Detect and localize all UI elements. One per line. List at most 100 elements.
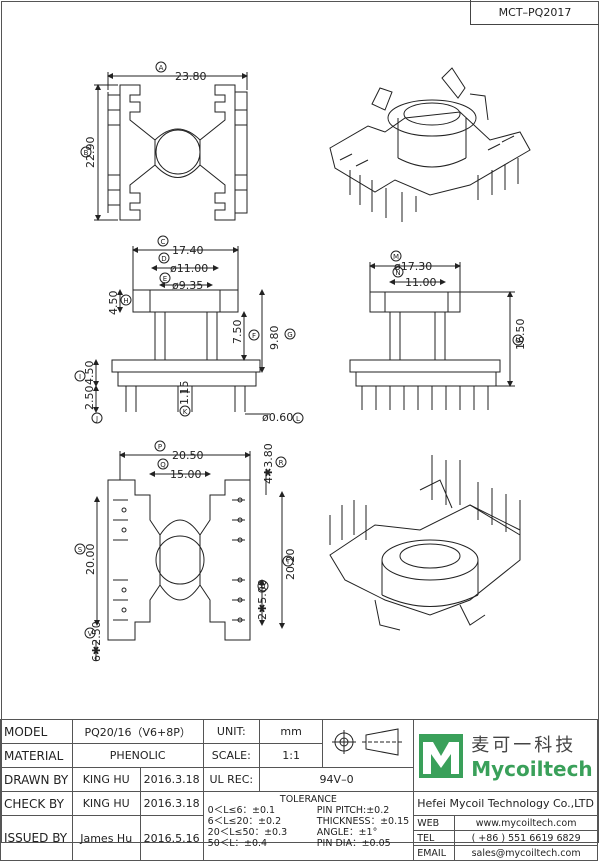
tolerance-line-5: PIN PITCH:±0.2 — [316, 805, 390, 816]
tag-o: O — [512, 334, 524, 346]
issued-by-value: James Hu — [71, 815, 141, 861]
tag-b: B — [80, 146, 92, 158]
tag-q: Q — [157, 458, 169, 470]
scale-label: SCALE: — [202, 743, 260, 768]
projection-symbol — [322, 719, 415, 768]
first-angle-projection-icon — [332, 728, 403, 756]
svg-text:M: M — [393, 253, 399, 261]
dim-m-text: ø17.30 — [394, 260, 432, 273]
svg-text:H: H — [123, 297, 128, 305]
dim-q-text: 15.00 — [170, 468, 202, 481]
svg-text:P: P — [158, 443, 162, 451]
tolerance-heading: TOLERANCE — [279, 794, 337, 805]
tag-a: A — [155, 61, 167, 73]
dim-r-text: 4✱3.80 — [262, 443, 275, 484]
svg-text:K: K — [183, 408, 188, 416]
drawn-by-value: KING HU — [71, 767, 141, 792]
check-date: 2016.3.18 — [139, 791, 204, 816]
tel-value: ( +86 ) 551 6619 6829 — [454, 830, 597, 846]
dim-k-text: 1.15 — [178, 381, 191, 406]
svg-text:A: A — [159, 64, 164, 72]
mycoil-logo-icon — [419, 733, 464, 778]
scale-value: 1:1 — [258, 743, 324, 768]
issued-by-label: ISSUED BY — [0, 815, 73, 861]
tag-d: D — [158, 252, 170, 264]
tag-v: V — [84, 627, 96, 639]
email-link[interactable]: sales@mycoiltech.com — [471, 847, 581, 859]
tag-e: E — [159, 272, 171, 284]
ul-label: UL REC: — [202, 767, 260, 792]
title-block: MODEL PQ20/16（V6+8P） UNIT: mm — [0, 719, 598, 861]
dim-c-text: 17.40 — [172, 244, 204, 257]
email-label: EMAIL — [414, 845, 456, 860]
tag-r: R — [275, 456, 287, 468]
bottom-view — [94, 451, 285, 660]
tag-n: N — [392, 266, 404, 278]
dim-l-text: ø0.60 — [262, 411, 293, 424]
technical-drawing: 23.80 22.90 17.40 ø11.00 ø9.35 4.50 7.50… — [74, 61, 531, 662]
dim-f-text: 7.50 — [231, 320, 244, 345]
svg-text:F: F — [252, 332, 256, 340]
tolerance-block: TOLERANCE 0＜L≤6：±0.1 6＜L≤20：±0.2 20＜L≤50… — [202, 791, 415, 861]
tag-l: L — [292, 412, 304, 424]
logo-chinese-name: 麦可一科技 — [471, 734, 577, 756]
logo-english-name: Mycoiltech — [471, 756, 593, 781]
model-value: PQ20/16（V6+8P） — [71, 719, 204, 744]
tolerance-line-7: ANGLE：±1° — [316, 827, 378, 838]
dim-d-text: ø11.00 — [170, 262, 208, 275]
tag-c: C — [157, 235, 169, 247]
tag-h: H — [120, 294, 132, 306]
svg-text:C: C — [161, 238, 166, 246]
model-label: MODEL — [0, 719, 73, 744]
svg-text:R: R — [279, 459, 284, 467]
front-view — [93, 246, 270, 415]
svg-text:E: E — [163, 275, 167, 283]
svg-text:O: O — [515, 337, 521, 345]
dim-o-text: 16.50 — [514, 319, 527, 351]
company-logo: 麦可一科技 Mycoiltech — [413, 719, 598, 792]
dim-g-text: 9.80 — [268, 326, 281, 351]
svg-text:N: N — [395, 269, 400, 277]
web-label: WEB — [414, 816, 456, 831]
tolerance-line-3: 20＜L≤50：±0.3 — [207, 827, 288, 838]
tag-s: S — [74, 543, 86, 555]
tolerance-line-6: THICKNESS：±0.15 — [316, 816, 410, 827]
side-view — [349, 262, 515, 410]
dim-i-text: 4.50 — [83, 361, 96, 386]
dim-v-text: 6✱2.50 — [90, 621, 103, 662]
svg-text:U: U — [260, 583, 265, 591]
svg-text:S: S — [78, 546, 83, 554]
tolerance-line-2: 6＜L≤20：±0.2 — [207, 816, 282, 827]
material-label: MATERIAL — [0, 743, 73, 768]
svg-text:Q: Q — [160, 461, 166, 469]
dim-s-text: 20.00 — [84, 544, 97, 576]
tolerance-line-1: 0＜L≤6：±0.1 — [207, 805, 276, 816]
iso-view-top — [329, 67, 531, 222]
svg-text:G: G — [287, 331, 292, 339]
tag-t: T — [282, 555, 294, 567]
svg-text:T: T — [285, 558, 291, 566]
svg-text:V: V — [88, 630, 93, 638]
dim-j-text: 2.50 — [83, 386, 96, 411]
tag-i: I — [74, 370, 86, 382]
tag-j: J — [91, 412, 103, 424]
check-by-label: CHECK BY — [0, 791, 73, 816]
tag-p: P — [154, 440, 166, 452]
svg-text:I: I — [79, 373, 81, 381]
dim-a-text: 23.80 — [175, 70, 207, 83]
iso-view-bottom — [329, 455, 521, 631]
svg-text:L: L — [296, 415, 300, 423]
svg-text:J: J — [95, 415, 98, 423]
top-view — [94, 72, 248, 221]
dim-h-text: 4.50 — [107, 291, 120, 316]
drawing-number: MCT–PQ2017 — [470, 0, 599, 25]
dim-e-text: ø9.35 — [172, 279, 203, 292]
web-link[interactable]: www.mycoiltech.com — [454, 816, 597, 831]
drawn-by-label: DRAWN BY — [0, 767, 73, 792]
material-value: PHENOLIC — [71, 743, 204, 768]
unit-label: UNIT: — [202, 719, 260, 744]
company-name: Hefei Mycoil Technology Co.,LTD — [413, 791, 598, 816]
unit-value: mm — [258, 719, 324, 744]
check-by-value: KING HU — [71, 791, 141, 816]
